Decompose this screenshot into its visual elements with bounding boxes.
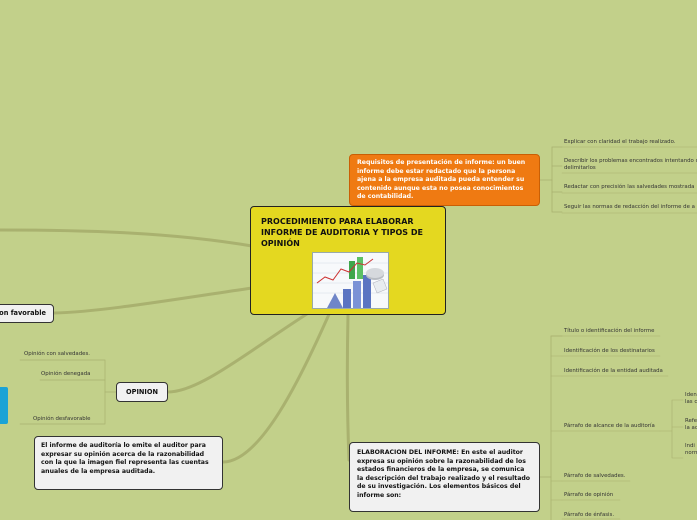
opinion-item-1[interactable]: Opinión con salvedades. [24,351,90,358]
requisitos-node[interactable]: Requisitos de presentación de informe: u… [349,154,540,206]
elemento-item-4[interactable]: Párrafo de alcance de la auditoría [564,423,655,430]
opinion-node[interactable]: OPINION [116,382,168,402]
requisitos-text: Requisitos de presentación de informe: u… [357,159,525,200]
favorable-label: on favorable [0,309,46,317]
requisito-item-4[interactable]: Seguir las normas de redacción del infor… [564,204,695,211]
elemento-item-5[interactable]: Párrafo de salvedades. [564,473,625,480]
elemento-item-1[interactable]: Título o identificación del informe [564,328,654,335]
opinion-favorable-node[interactable]: on favorable [0,304,54,323]
requisito-item-1[interactable]: Explicar con claridad el trabajo realiza… [564,139,676,146]
branch-elaboracion [347,315,349,460]
central-topic-title: PROCEDIMIENTO PARA ELABORAR INFORME DE A… [261,216,441,249]
requisito-item-3[interactable]: Redactar con precisión las salvedades mo… [564,184,694,191]
opinion-label: OPINION [126,388,158,396]
informe-note-node[interactable]: El informe de auditoría lo emite el audi… [34,436,223,490]
alcance-item-2[interactable]: Refe la ac [685,418,697,432]
elemento-item-2[interactable]: Identificación de los destinatarios [564,348,655,355]
elemento-item-6[interactable]: Párrafo de opinión [564,492,613,499]
elemento-item-7[interactable]: Párrafo de énfasis. [564,512,614,519]
branch-opinion [168,312,310,392]
requisito-item-2[interactable]: Describir los problemas encontrados inte… [564,158,697,172]
elaboracion-text: ELABORACION DEL INFORME: En este el audi… [357,449,530,499]
informe-note-text: El informe de auditoría lo emite el audi… [41,442,209,475]
chart-illustration-icon [313,253,388,308]
financial-charts-image [312,252,389,309]
elemento-item-3[interactable]: Identificación de la entidad auditada [564,368,663,375]
collapsed-node-edge[interactable] [0,387,8,424]
alcance-item-3[interactable]: Indi norm [685,443,697,457]
opinion-item-3[interactable]: Opinión desfavorable [33,416,91,423]
opinion-item-2[interactable]: Opinión denegada [41,371,90,378]
central-topic[interactable]: PROCEDIMIENTO PARA ELABORAR INFORME DE A… [250,206,446,315]
alcance-item-1[interactable]: Iden las c [685,392,697,406]
branch-favorable [54,288,252,313]
branch-left-top [0,230,252,246]
elaboracion-node[interactable]: ELABORACION DEL INFORME: En este el audi… [349,442,540,512]
